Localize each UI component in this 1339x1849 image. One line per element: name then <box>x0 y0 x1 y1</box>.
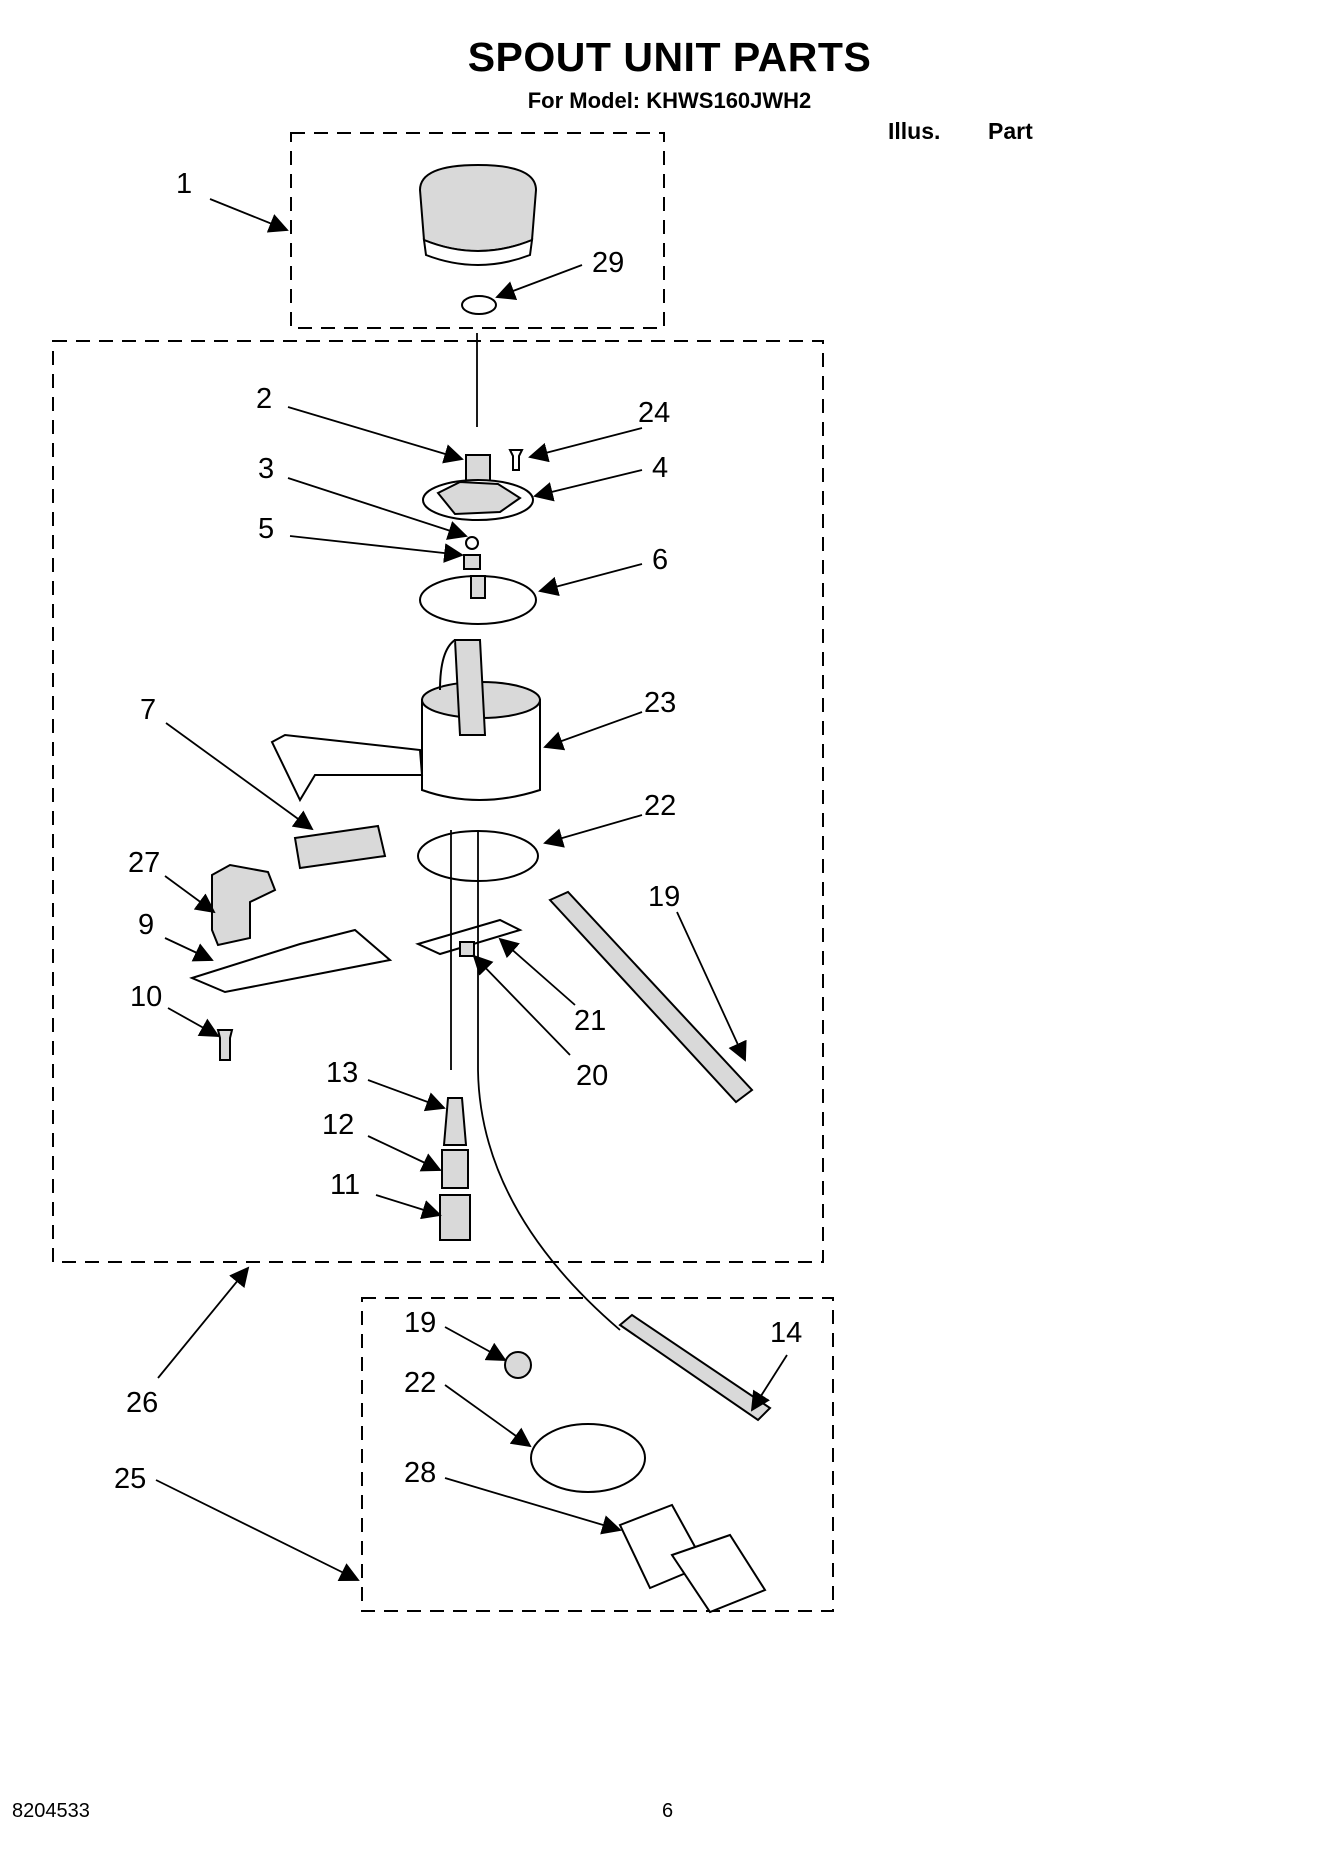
callout-25: 25 <box>114 1463 146 1495</box>
callout-27: 27 <box>128 847 160 879</box>
callout-3: 3 <box>258 453 274 485</box>
clamp-21-part <box>415 918 523 956</box>
cam-part <box>422 454 534 521</box>
spout-assembly-box <box>52 340 824 1263</box>
screw-10-part <box>216 1029 234 1061</box>
page-title: SPOUT UNIT PARTS <box>467 34 872 80</box>
o-ring-3-part <box>465 536 479 550</box>
callout-23: 23 <box>644 687 676 719</box>
callout-22: 22 <box>644 790 676 822</box>
callout-22-kit: 22 <box>404 1367 436 1399</box>
nut-5-part <box>463 554 481 570</box>
callout-21: 21 <box>574 1005 606 1037</box>
callout-5: 5 <box>258 513 274 545</box>
callout-1: 1 <box>176 168 192 200</box>
callout-29: 29 <box>592 247 624 279</box>
spout-body-part <box>270 639 541 803</box>
callout-9: 9 <box>138 909 154 941</box>
clip-part <box>461 295 497 315</box>
callout-28: 28 <box>404 1457 436 1489</box>
callout-6: 6 <box>652 544 668 576</box>
bracket-9-part <box>189 928 393 994</box>
callout-10: 10 <box>130 981 162 1013</box>
document-number: 8204533 <box>12 1800 90 1822</box>
callout-14: 14 <box>770 1317 802 1349</box>
callout-2: 2 <box>256 383 272 415</box>
model-subtitle: For Model: KHWS160JWH2 <box>527 88 812 113</box>
tube-7-part <box>293 824 387 870</box>
callout-7: 7 <box>140 694 156 726</box>
leader-arrows <box>155 198 788 1581</box>
plate-6-part <box>419 575 537 625</box>
callout-19-kit: 19 <box>404 1307 436 1339</box>
hose-14-part <box>618 1313 772 1422</box>
callout-20: 20 <box>576 1060 608 1092</box>
hose-19-part <box>548 890 754 1104</box>
callout-26: 26 <box>126 1387 158 1419</box>
sheet-28-back-part <box>670 1533 767 1614</box>
callout-24: 24 <box>638 397 670 429</box>
page-number: 6 <box>662 1800 674 1822</box>
part-column-header: Part <box>988 118 1033 144</box>
callout-11: 11 <box>330 1169 360 1201</box>
elbow-27-part <box>211 863 277 947</box>
hose-14-line <box>477 1069 621 1331</box>
screw-20-part <box>459 941 475 957</box>
callout-19: 19 <box>648 881 680 913</box>
callout-4: 4 <box>652 452 668 484</box>
o-ring-22-kit-part <box>530 1423 646 1493</box>
screw-24-part <box>508 449 524 471</box>
clamp-19-kit-part <box>504 1351 532 1379</box>
callout-13: 13 <box>326 1057 358 1089</box>
knob-group-box <box>290 132 665 329</box>
filter-12-part <box>441 1149 469 1189</box>
illus-column-header: Illus. <box>888 118 941 144</box>
knob-part <box>418 163 538 266</box>
kit-group-box <box>361 1297 834 1612</box>
callout-12: 12 <box>322 1109 354 1141</box>
strainer-13-part <box>442 1097 468 1146</box>
valve-11-part <box>439 1194 471 1241</box>
